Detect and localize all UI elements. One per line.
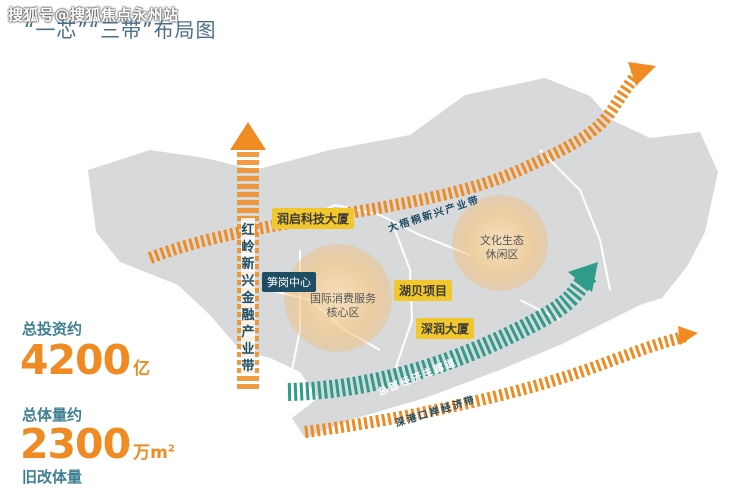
honglin-belt-segment: [237, 168, 259, 173]
renovation-label: 旧改体量: [22, 468, 83, 486]
consumption-zone-label: 国际消费服务核心区: [310, 292, 376, 319]
watermark: 搜狐号@搜狐焦点永州站: [8, 6, 179, 24]
consumption-zone-glow: [284, 244, 392, 352]
culture-zone-glow: [452, 195, 548, 291]
shenrun-tower-label: 深润大厦: [416, 318, 475, 339]
wutong-arrowhead: [628, 62, 656, 86]
hubei-project-label: 湖贝项目: [394, 280, 453, 301]
honglin-finance-belt-label: 红岭新兴金融产业带: [241, 223, 255, 374]
honglin-belt-segment: [237, 152, 259, 157]
sungang-center-label: 笋岗中心: [262, 272, 316, 292]
honglin-arrowhead: [230, 122, 266, 150]
runqi-tower-label: 润启科技大厦: [272, 208, 355, 229]
honglin-belt-segment: [237, 384, 259, 389]
shenzhen-port-belt: [304, 329, 691, 438]
culture-zone-label: 文化生态休闲区: [480, 234, 524, 261]
honglin-belt-segment: [237, 176, 259, 181]
page-title: “一芯”“三带”布局图: [24, 18, 217, 42]
port-arrowhead: [678, 326, 698, 345]
honglin-label-bg: [241, 218, 255, 376]
honglin-belt-segment: [237, 184, 259, 189]
volume-number: 2300: [20, 420, 131, 468]
honglin-belt-segment: [237, 160, 259, 165]
hq-economy-corridor: [287, 268, 597, 401]
investment-label: 总投资约: [22, 320, 83, 338]
investment-unit: 亿: [133, 359, 151, 379]
volume-unit: 万m2: [133, 443, 175, 463]
investment-number: 4200: [20, 336, 131, 384]
honglin-belt-segment: [237, 192, 259, 197]
hq-arrowhead: [568, 262, 598, 292]
honglin-belt-segment: [237, 200, 259, 205]
honglin-belt-segment: [237, 376, 259, 381]
honglin-belt-segment: [237, 208, 259, 213]
volume-label: 总体量约: [22, 406, 83, 424]
